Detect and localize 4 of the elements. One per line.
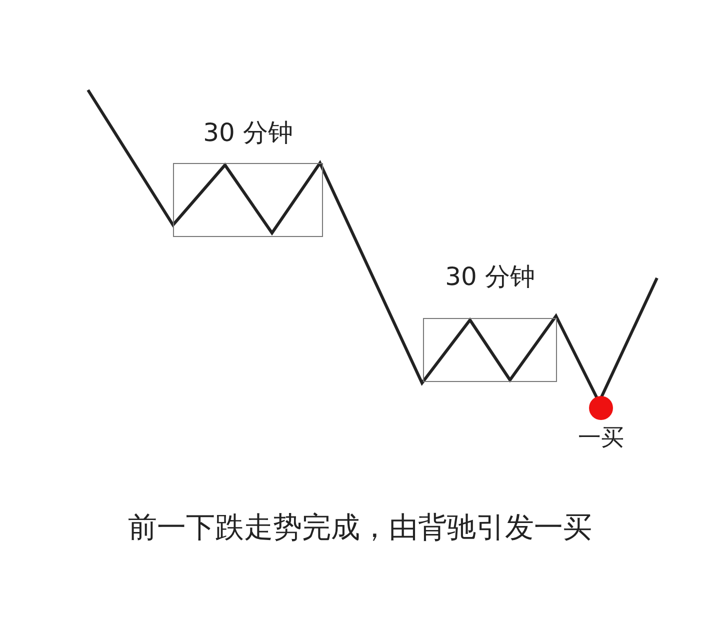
- timeframe-label: 30 分钟: [202, 118, 294, 148]
- caption: 前一下跌走势完成，由背驰引发一买: [127, 509, 593, 546]
- signal-label: 一买: [577, 424, 625, 452]
- timeframe-label: 30 分钟: [444, 262, 536, 292]
